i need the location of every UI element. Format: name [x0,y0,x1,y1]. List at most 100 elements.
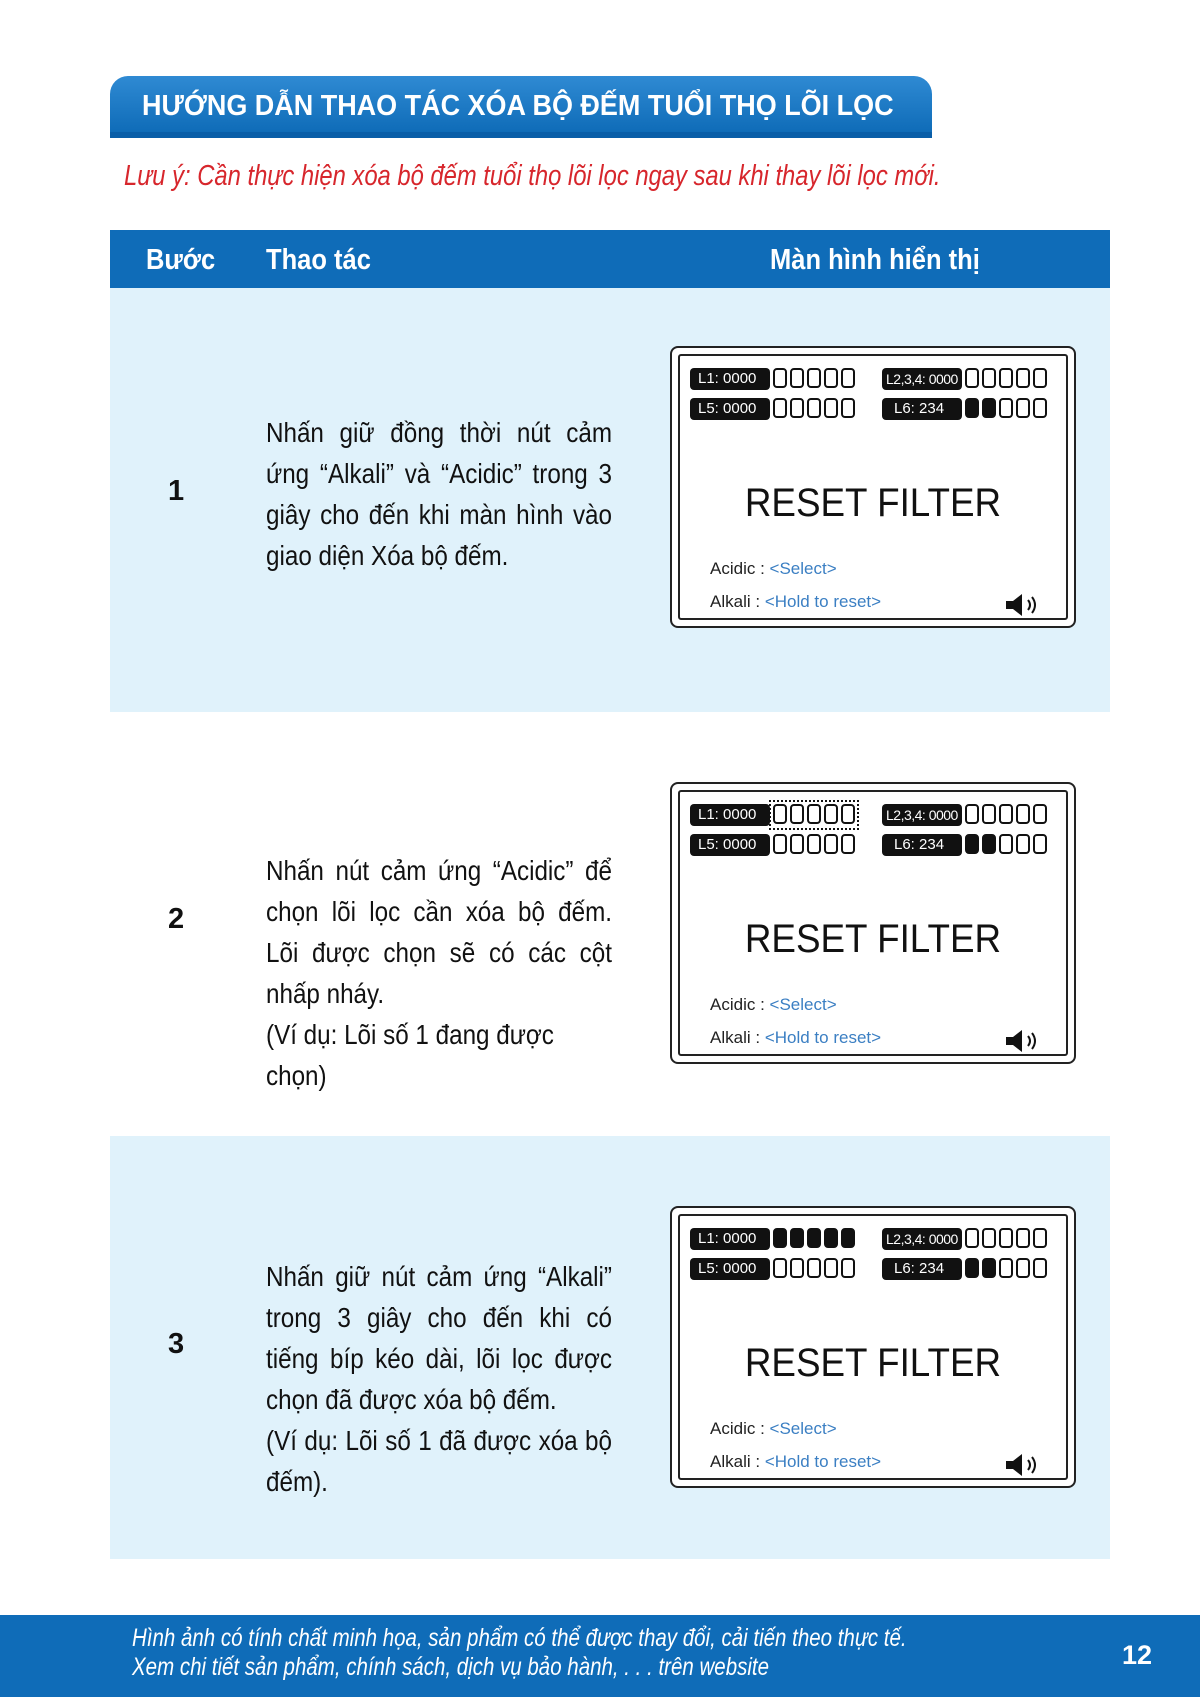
alkali-value: <Hold to reset> [764,592,882,611]
bar-segment [1016,834,1030,854]
bar-segment [807,398,821,418]
bar-segment [807,368,821,388]
bar-segment [999,398,1013,418]
bar-segment [1033,1258,1047,1278]
bar-segment [790,804,804,824]
filter-tag-l1: L1: 0000 [690,368,770,390]
filter-bars-l5 [773,1258,855,1280]
bar-segment [841,368,855,388]
bar-segment [999,1258,1013,1278]
bar-segment [965,1228,979,1248]
filter-bars-l5 [773,398,855,420]
bar-segment [999,804,1013,824]
bar-segment [773,1228,787,1248]
bar-segment [965,1258,979,1278]
bar-segment [807,804,821,824]
bar-segment [982,368,996,388]
bar-segment [841,834,855,854]
column-header-screen: Màn hình hiển thị [770,244,980,276]
bar-segment [982,1258,996,1278]
alkali-line: Alkali : <Hold to reset> [710,592,881,612]
step-text: Nhấn giữ nút cảm ứng “Alkali” trong 3 gi… [266,1261,612,1415]
bar-segment [841,1258,855,1278]
bar-segment [965,368,979,388]
bar-segment [773,804,787,824]
bar-segment [965,398,979,418]
alkali-value: <Hold to reset> [764,1028,882,1047]
filter-bars-l1 [773,1228,855,1250]
bar-segment [982,834,996,854]
bar-segment [1033,804,1047,824]
bar-segment [965,834,979,854]
filter-tag-l6: L6: 234 [882,398,962,420]
bar-segment [1033,398,1047,418]
bar-segment [773,398,787,418]
filter-tag-l6: L6: 234 [882,834,962,856]
step-number: 3 [168,1328,185,1360]
bar-segment [790,398,804,418]
footer-disclaimer: Hình ảnh có tính chất minh họa, sản phẩm… [132,1624,907,1682]
bar-segment [841,1228,855,1248]
step-example: (Ví dụ: Lõi số 1 đã được xóa bộ đếm). [266,1425,612,1497]
filter-tag-l1: L1: 0000 [690,804,770,826]
lcd-screen: L1: 0000 L2,3,4: 0000 L5: 0000 L6: 234 R… [670,782,1076,1064]
footer-bar: Hình ảnh có tính chất minh họa, sản phẩm… [0,1615,1200,1697]
filter-bars-l234 [965,804,1047,826]
section-title-tab: HƯỚNG DẪN THAO TÁC XÓA BỘ ĐẾM TUỔI THỌ L… [110,76,932,138]
bar-segment [982,398,996,418]
bar-segment [807,834,821,854]
filter-tag-l234: L2,3,4: 0000 [882,804,962,826]
step-description: Nhấn giữ đồng thời nút cảm ứng “Alkali” … [266,412,612,576]
page-number: 12 [1121,1640,1152,1670]
section-title: HƯỚNG DẪN THAO TÁC XÓA BỘ ĐẾM TUỔI THỌ L… [142,90,894,122]
filter-tag-l5: L5: 0000 [690,398,770,420]
alkali-label: Alkali : [710,1028,761,1047]
acidic-value: <Select> [769,995,837,1014]
bar-segment [824,368,838,388]
table-header: Bước Thao tác Màn hình hiển thị [110,230,1110,288]
bar-segment [982,1228,996,1248]
bar-segment [1016,1228,1030,1248]
footer-line-2: Xem chi tiết sản phẩm, chính sách, dịch … [132,1653,769,1681]
bar-segment [1033,368,1047,388]
acidic-line: Acidic : <Select> [710,559,837,579]
acidic-value: <Select> [769,559,837,578]
bar-segment [982,804,996,824]
speaker-icon [1006,594,1036,616]
acidic-line: Acidic : <Select> [710,1419,837,1439]
bar-segment [790,1258,804,1278]
bar-segment [773,834,787,854]
bar-segment [1033,834,1047,854]
step-row-2: 2 Nhấn nút cảm ứng “Acidic” để chọn lõi … [110,712,1110,1136]
bar-segment [824,398,838,418]
column-header-step: Bước [146,244,216,276]
filter-tag-l234: L2,3,4: 0000 [882,368,962,390]
lcd-screen: L1: 0000 L2,3,4: 0000 L5: 0000 L6: 234 R… [670,346,1076,628]
filter-tag-l1: L1: 0000 [690,1228,770,1250]
bar-segment [841,398,855,418]
bar-segment [965,804,979,824]
bar-segment [790,834,804,854]
step-text: Nhấn nút cảm ứng “Acidic” để chọn lõi lọ… [266,855,612,1009]
filter-tag-l234: L2,3,4: 0000 [882,1228,962,1250]
acidic-label: Acidic : [710,1419,765,1438]
acidic-value: <Select> [769,1419,837,1438]
step-description: Nhấn nút cảm ứng “Acidic” để chọn lõi lọ… [266,850,612,1096]
speaker-icon [1006,1454,1036,1476]
filter-bars-l6 [965,1258,1047,1280]
bar-segment [841,804,855,824]
bar-segment [773,368,787,388]
bar-segment [824,804,838,824]
footer-line-1: Hình ảnh có tính chất minh họa, sản phẩm… [132,1624,907,1652]
filter-tag-l6: L6: 234 [882,1258,962,1280]
lcd-title: RESET FILTER [744,481,1002,525]
bar-segment [807,1228,821,1248]
bar-segment [1033,1228,1047,1248]
bar-segment [999,1228,1013,1248]
lcd-title: RESET FILTER [744,1341,1002,1385]
bar-segment [1016,368,1030,388]
lcd-title: RESET FILTER [744,917,1002,961]
filter-bars-l5 [773,834,855,856]
bar-segment [824,1258,838,1278]
filter-bars-l234 [965,368,1047,390]
